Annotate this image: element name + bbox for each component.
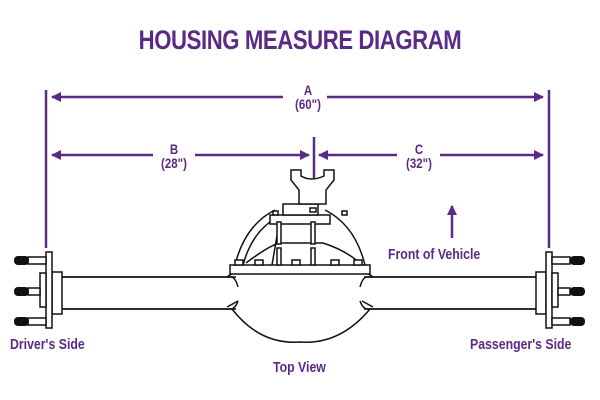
axle-housing <box>27 169 571 343</box>
front-of-vehicle-label: Front of Vehicle <box>388 246 481 263</box>
dimension-a-label: A (60") <box>295 82 321 112</box>
dimension-c-label: C (32") <box>406 141 432 171</box>
drivers-side-label: Driver's Side <box>10 336 85 353</box>
dimension-b-label: B (28") <box>161 141 187 171</box>
dimension-lines <box>44 90 551 248</box>
top-view-label: Top View <box>273 359 326 376</box>
diagram-title: HOUSING MEASURE DIAGRAM <box>138 25 462 55</box>
passengers-side-label: Passenger's Side <box>470 336 572 353</box>
wheel-studs <box>14 256 585 326</box>
